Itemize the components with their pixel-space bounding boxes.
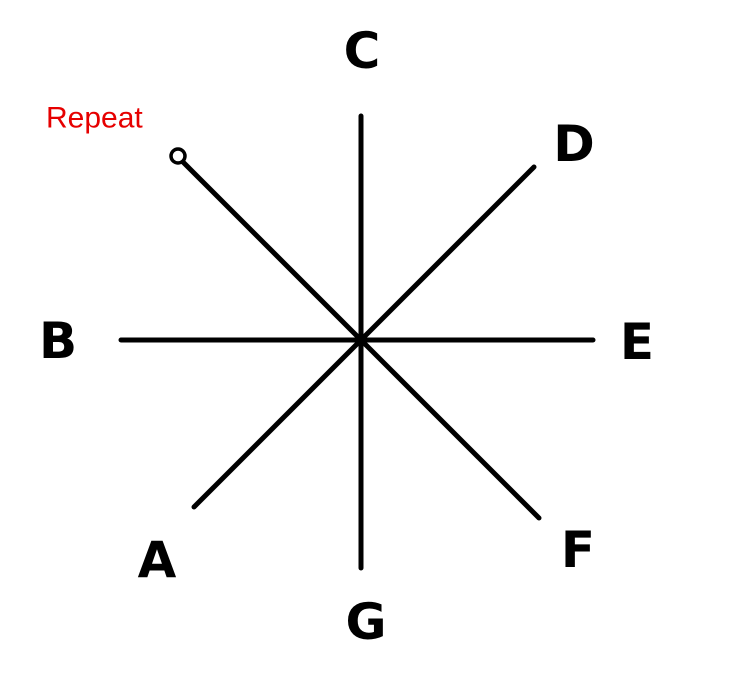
- label-f: F: [561, 521, 595, 579]
- label-g: G: [345, 593, 386, 651]
- spoke-repeat: [180, 159, 364, 343]
- label-b: B: [39, 312, 77, 370]
- label-c: C: [344, 22, 381, 80]
- spoke-f: [358, 337, 542, 521]
- spoke-d: [358, 164, 537, 343]
- label-d: D: [553, 115, 595, 173]
- repeat-endpoint-circle: [169, 147, 187, 165]
- label-a: A: [138, 531, 177, 589]
- repeat-label: Repeat: [46, 102, 143, 135]
- label-e: E: [620, 313, 654, 371]
- spoke-a: [191, 337, 364, 510]
